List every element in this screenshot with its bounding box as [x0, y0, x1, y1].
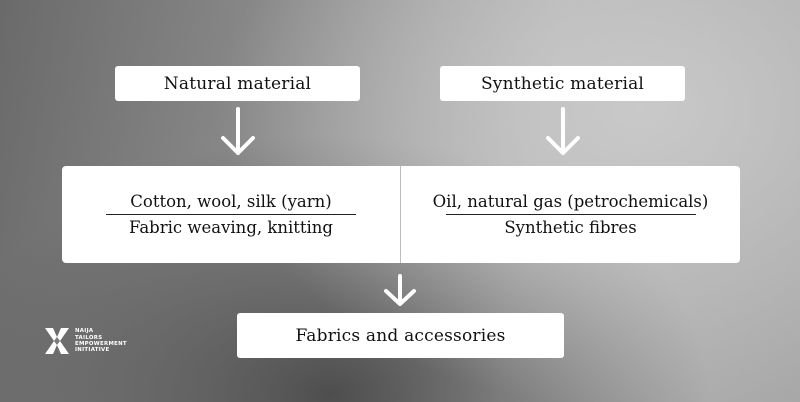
logo-line: EMPOWERMENT	[75, 341, 127, 347]
synthetic-source-text: Oil, natural gas (petrochemicals)	[432, 192, 709, 211]
synthetic-material-label: Synthetic material	[480, 73, 645, 94]
process-divider	[400, 166, 401, 263]
synthetic-process-text: Synthetic fibres	[504, 218, 637, 237]
synthetic-process-panel: Oil, natural gas (petrochemicals) Synthe…	[401, 166, 740, 263]
natural-material-label: Natural material	[163, 73, 312, 94]
synthetic-material-box: Synthetic material	[440, 66, 685, 101]
logo-line: INITIATIVE	[75, 347, 110, 354]
arrow-down-icon	[221, 107, 255, 155]
arrow-down-icon	[546, 107, 580, 155]
process-box: Cotton, wool, silk (yarn) Fabric weaving…	[62, 166, 740, 263]
fraction-line	[106, 214, 356, 215]
fabrics-accessories-label: Fabrics and accessories	[295, 325, 506, 346]
fraction-line	[445, 214, 696, 215]
logo-line: NAIJA	[75, 328, 94, 335]
fabrics-accessories-box: Fabrics and accessories	[237, 313, 564, 358]
natural-process-text: Fabric weaving, knitting	[128, 218, 333, 237]
logo-text: NAIJA TAILORS EMPOWERMENT INITIATIVE	[75, 328, 127, 354]
nte-logo-icon	[45, 328, 69, 354]
arrow-down-icon	[384, 274, 416, 306]
logo: NAIJA TAILORS EMPOWERMENT INITIATIVE	[44, 327, 127, 355]
natural-source-text: Cotton, wool, silk (yarn)	[130, 192, 332, 211]
natural-material-box: Natural material	[115, 66, 360, 101]
logo-line: TAILORS	[75, 334, 103, 341]
natural-process-panel: Cotton, wool, silk (yarn) Fabric weaving…	[62, 166, 400, 263]
